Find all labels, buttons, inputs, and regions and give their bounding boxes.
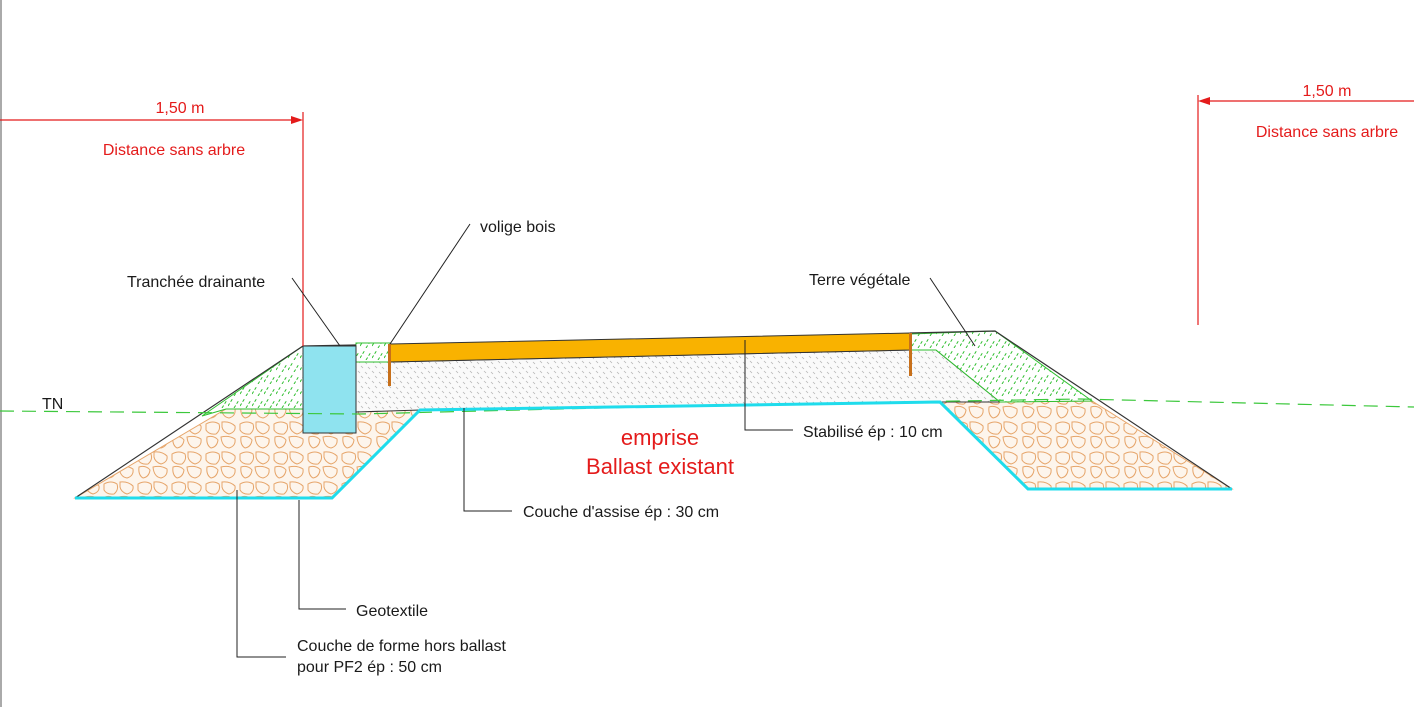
label-geotextile: Geotextile xyxy=(356,603,428,620)
dim-left-value: 1,50 m xyxy=(156,100,205,117)
label-couche-forme-2: pour PF2 ép : 50 cm xyxy=(297,659,442,676)
label-tranchee: Tranchée drainante xyxy=(127,274,265,291)
dim-right-arrow xyxy=(1198,97,1210,105)
leader-volige xyxy=(389,223,471,345)
dim-right-value: 1,50 m xyxy=(1303,83,1352,100)
dim-left-arrow xyxy=(291,116,303,124)
label-volige: volige bois xyxy=(480,219,556,236)
label-ballast-existant: Ballast existant xyxy=(586,454,734,479)
label-tn: TN xyxy=(42,396,63,413)
geotextile-left xyxy=(75,400,1232,500)
volige-post-left xyxy=(388,344,391,386)
leader-tranchee xyxy=(291,277,341,347)
dim-right-note: Distance sans arbre xyxy=(1256,124,1398,141)
label-couche-forme-1: Couche de forme hors ballast xyxy=(297,638,507,655)
label-terre: Terre végétale xyxy=(809,272,910,289)
embankment-outline-right xyxy=(909,330,1233,490)
tn-line xyxy=(0,398,1414,415)
label-emprise: emprise xyxy=(621,425,699,450)
label-stabilise: Stabilisé ép : 10 cm xyxy=(803,424,943,441)
leader-assise xyxy=(463,408,512,512)
label-couche-assise: Couche d'assise ép : 30 cm xyxy=(523,504,719,521)
leader-stabilise xyxy=(744,340,793,431)
leader-geotextile xyxy=(298,500,346,610)
volige-post-right xyxy=(909,333,912,376)
leader-couche-forme xyxy=(236,490,286,658)
tranchee-drainante xyxy=(302,345,357,434)
leader-terre xyxy=(929,277,976,347)
dim-left-note: Distance sans arbre xyxy=(103,142,245,159)
ballast-left-layer xyxy=(73,408,422,499)
terre-vegetale-left-top xyxy=(355,342,391,363)
